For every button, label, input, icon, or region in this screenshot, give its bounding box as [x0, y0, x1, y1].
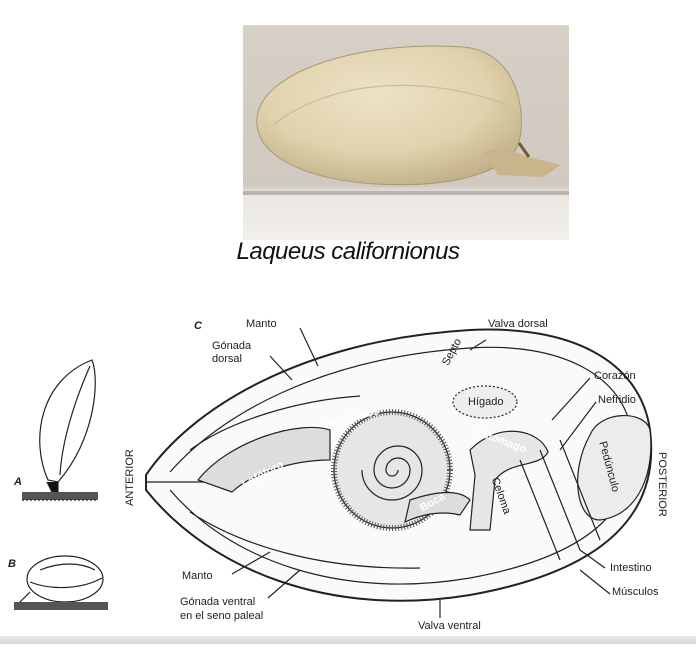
label-corazon: Corazón [594, 370, 636, 382]
label-anterior: ANTERIOR [124, 449, 136, 506]
shell-section-drawing [145, 327, 653, 618]
bottom-edge [0, 636, 696, 644]
shell-photo [243, 25, 569, 240]
figure-letter-c: C [194, 320, 202, 332]
species-caption: Laqueus californionus [236, 238, 461, 265]
label-manto-bottom: Manto [182, 570, 213, 582]
figure-letter-b: B [8, 558, 16, 570]
figure-a-drawing [22, 359, 98, 501]
label-posterior: POSTERIOR [656, 452, 668, 517]
label-gonada-dorsal-2: dorsal [212, 353, 242, 365]
anatomy-diagram: C A B ANTERIOR POSTERIOR Manto Gónada do… [0, 300, 696, 644]
label-valva-dorsal: Valva dorsal [488, 318, 548, 330]
label-valva-ventral: Valva ventral [418, 620, 481, 632]
label-nefridio: Nefridio [598, 394, 636, 406]
label-gonada-ventral-2: en el seno paleal [180, 610, 264, 622]
label-gonada-ventral-1: Gónada ventral [180, 596, 256, 608]
label-intestino: Intestino [610, 562, 652, 574]
label-musculos: Músculos [612, 586, 659, 598]
figure-b-drawing [14, 555, 108, 610]
label-higado: Hígado [468, 396, 504, 408]
figure-letter-a: A [14, 476, 22, 488]
label-gonada-dorsal-1: Gónada [212, 340, 252, 352]
label-manto-top: Manto [246, 318, 277, 330]
diagram-drawing [14, 327, 653, 618]
